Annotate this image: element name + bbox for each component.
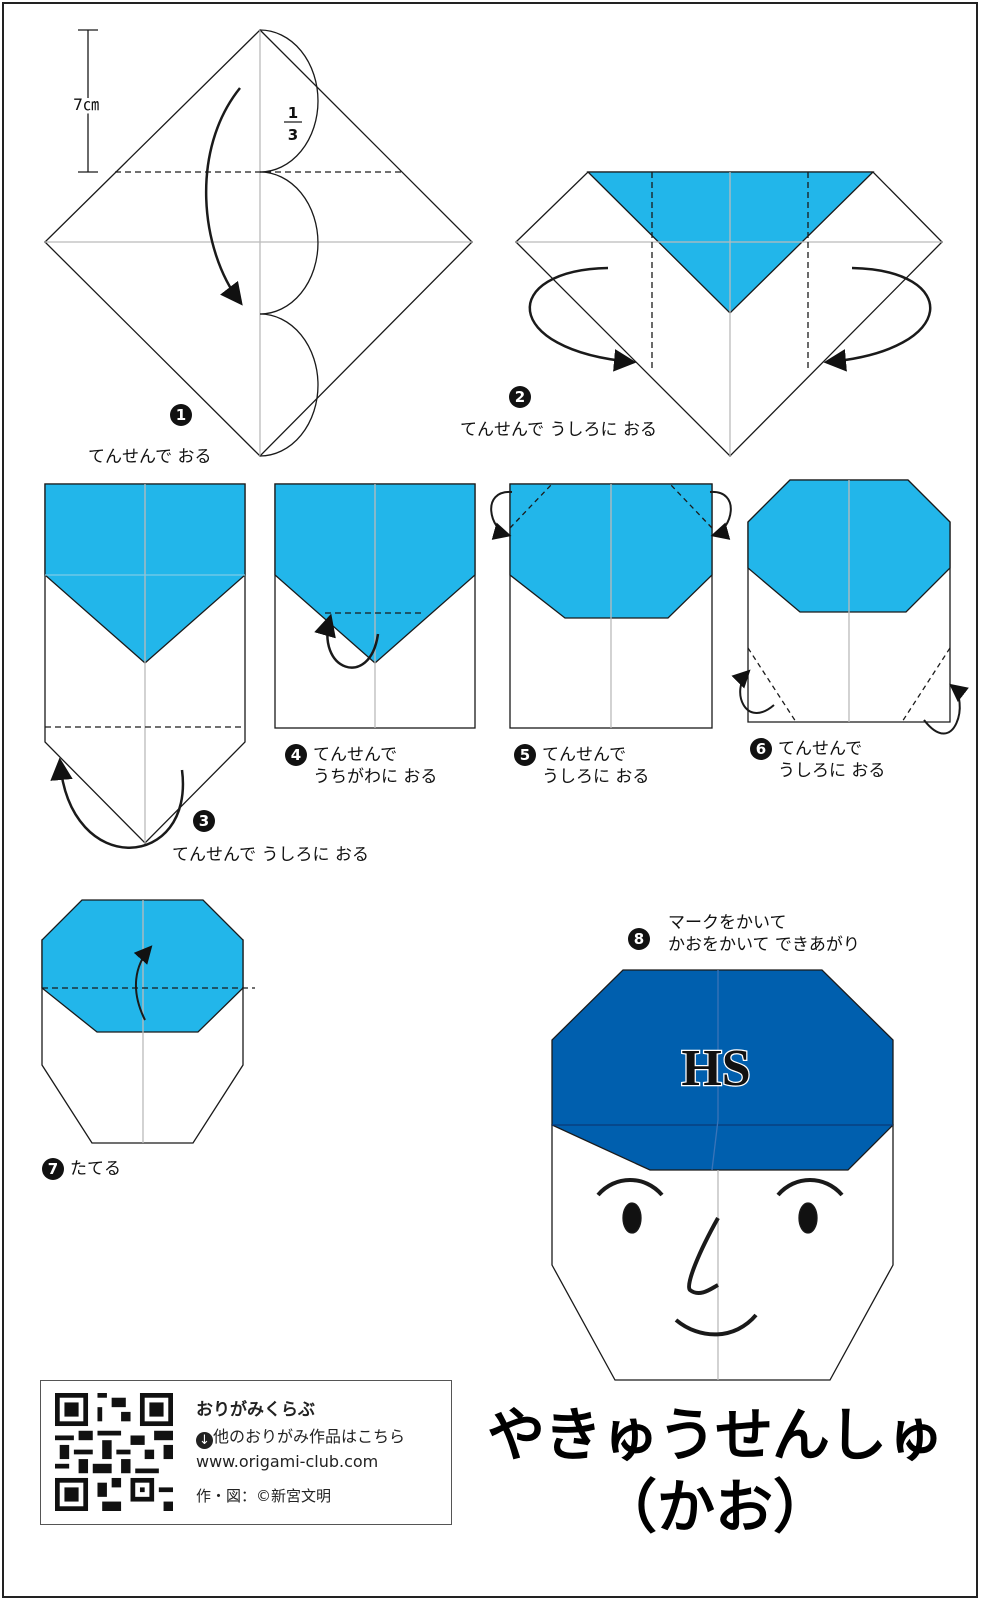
step7-label: 7 たてる [42,1158,121,1180]
fraction-numerator: 1 [288,104,298,122]
step3-number: 3 [193,810,215,832]
step6-line2: うしろに おる [778,761,886,781]
step3-diagram [44,483,246,849]
step5-number: 5 [514,744,536,766]
step4-diagram [274,483,476,729]
step8-finished-face [551,969,894,1381]
step8-label: 8 マークをかいて かおをかいて できあがり [628,912,860,956]
step6-label: 6 てんせんで うしろに おる [750,738,885,782]
step7-number: 7 [42,1158,64,1180]
step8-line2: かおをかいて できあがり [668,935,860,955]
step4-number: 4 [285,744,307,766]
step6-diagram [731,479,969,735]
credit-box: おりがみくらぶ ↓他のおりがみ作品はこちら www.origami-club.c… [40,1380,452,1525]
fraction-denominator: 3 [288,126,298,144]
site-name: おりがみくらぶ [196,1400,315,1420]
step5-diagram [490,483,732,729]
step4-label: 4 てんせんで うちがわに おる [285,744,437,788]
step2-instruction: てんせんで うしろに おる [460,420,657,440]
page-title: やきゅうせんしゅ [486,1401,944,1469]
more-works-text: 他のおりがみ作品はこちら [213,1427,406,1446]
step5-label: 5 てんせんで うしろに おる [514,744,649,788]
qr-code[interactable] [55,1393,173,1511]
step6-line1: てんせんで [778,739,863,759]
step5-line2: うしろに おる [542,767,650,787]
step7-instruction: たてる [70,1159,121,1179]
arrow-down-circle-icon: ↓ [196,1432,213,1449]
step4-line2: うちがわに おる [313,767,438,787]
cap-mark: HS [681,1040,750,1097]
site-url[interactable]: www.origami-club.com [196,1452,379,1471]
step3-instruction: てんせんで うしろに おる [172,845,369,865]
author-credit: 作・図：©新宮文明 [196,1487,332,1505]
step4-line1: てんせんで [313,745,398,765]
more-works-link[interactable]: ↓他のおりがみ作品はこちら [196,1423,405,1449]
page-subtitle: （かお） [598,1473,831,1541]
page-frame [2,2,978,1598]
measure-label: 7㎝ [73,95,99,114]
step8-number: 8 [628,928,650,950]
step2-number: 2 [509,386,531,408]
step1-number: 1 [170,404,192,426]
step1-instruction: てんせんで おる [88,447,212,467]
step7-diagram [41,899,255,1144]
step2-diagram [515,171,943,457]
step5-line1: てんせんで [542,745,627,765]
step6-number: 6 [750,738,772,760]
step8-line1: マークをかいて [668,913,787,933]
step1-diagram [44,29,473,457]
